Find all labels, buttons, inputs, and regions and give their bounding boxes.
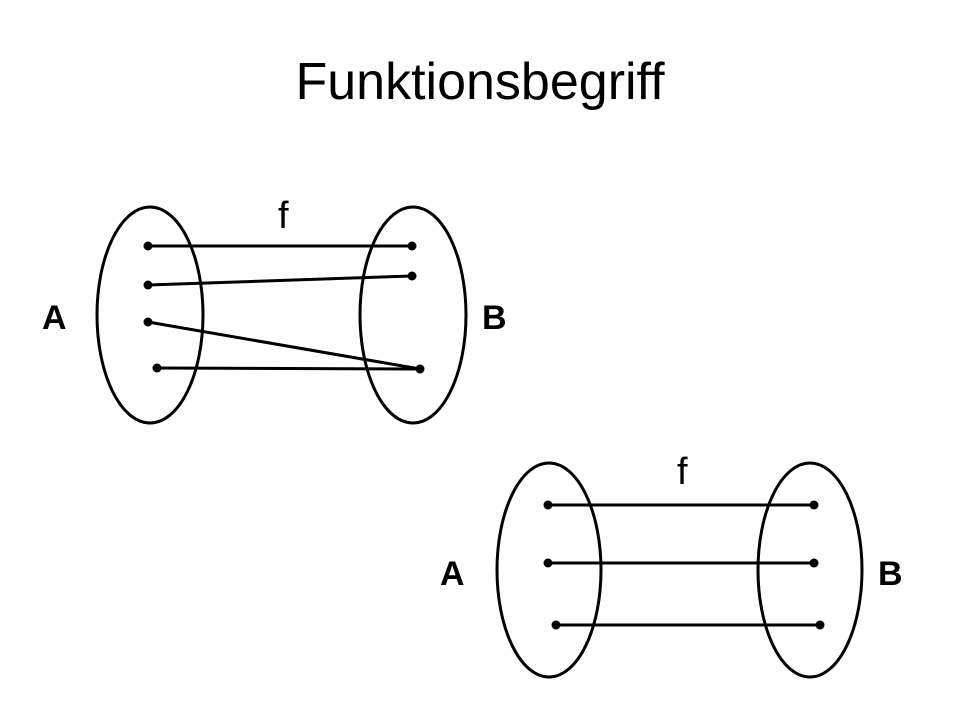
codomain-point [415, 364, 425, 374]
codomain-point [815, 620, 825, 630]
domain-point [143, 317, 153, 327]
codomain-label: B [878, 555, 903, 593]
mapping-arrow [156, 366, 421, 371]
domain-point [543, 558, 553, 568]
function-label: f [278, 195, 289, 237]
domain-label: A [440, 555, 465, 593]
mapping-diagram-1: f A B [42, 195, 507, 425]
codomain-point [809, 558, 819, 568]
domain-point [543, 500, 553, 510]
function-label: f [677, 451, 688, 493]
set-b-ellipse [358, 205, 468, 425]
mapping-diagram-2: f A B [440, 451, 903, 679]
set-b-ellipse [756, 461, 864, 679]
domain-label: A [42, 299, 67, 337]
codomain-point [809, 500, 819, 510]
domain-point [143, 241, 153, 251]
set-a-ellipse [95, 205, 205, 425]
mapping-arrow [147, 320, 421, 371]
codomain-point [407, 241, 417, 251]
mapping-arrow [147, 274, 413, 287]
domain-point [152, 363, 162, 373]
slide-title: Funktionsbegriff [295, 53, 665, 111]
codomain-label: B [482, 299, 507, 337]
set-a-ellipse [495, 461, 603, 679]
codomain-point [407, 271, 417, 281]
domain-point [551, 620, 561, 630]
domain-point [143, 280, 153, 290]
